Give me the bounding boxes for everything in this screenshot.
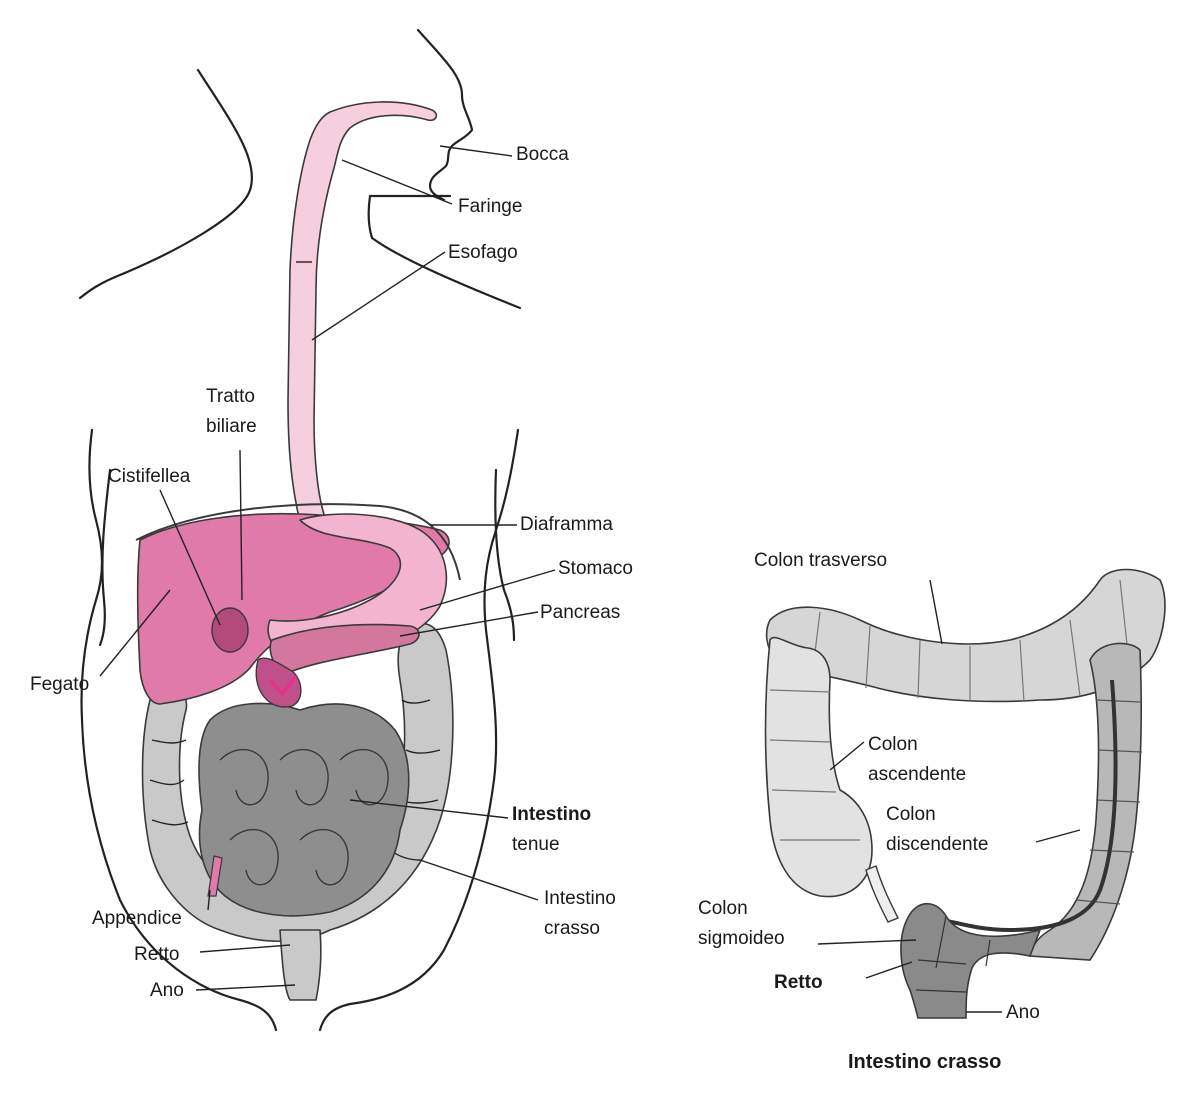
leader-lines-main xyxy=(99,145,556,991)
arm-left xyxy=(98,468,112,647)
inset-label-colon-ascendente-1: Colon xyxy=(868,734,918,755)
inset-appendix xyxy=(865,865,899,923)
inset-label-colon-ascendente-2: ascendente xyxy=(868,764,966,785)
arm-right xyxy=(494,468,516,642)
appendix xyxy=(207,855,223,897)
inset-label-colon-sigmoideo-1: Colon xyxy=(698,898,748,919)
neck-front xyxy=(367,194,522,310)
torso-left xyxy=(80,428,278,1032)
label-bocca: Bocca xyxy=(516,144,569,165)
inset-transverse-colon xyxy=(765,568,1166,703)
label-pancreas: Pancreas xyxy=(540,602,620,623)
label-cistifellea: Cistifellea xyxy=(108,466,191,487)
label-biliare: biliare xyxy=(206,416,257,437)
label-faringe: Faringe xyxy=(458,196,522,217)
inset-caption: Intestino crasso xyxy=(848,1051,1001,1073)
inset-label-colon-trasverso: Colon trasverso xyxy=(754,550,887,571)
duodenum xyxy=(255,657,302,708)
inset-label-retto: Retto xyxy=(774,972,823,993)
small-intestine xyxy=(198,702,410,917)
small-intestine-body xyxy=(198,702,410,917)
rectum xyxy=(279,929,322,1001)
inset-ascending-colon xyxy=(764,636,873,898)
bile-duct xyxy=(268,674,298,698)
esophagus-tube xyxy=(287,101,438,523)
inset-label-ano: Ano xyxy=(1006,1002,1040,1023)
body-outline xyxy=(78,28,522,1032)
liver xyxy=(136,512,450,705)
label-diaframma: Diaframma xyxy=(520,514,613,535)
label-intestino-tenue-1: Intestino xyxy=(512,804,591,825)
inset-label-colon-sigmoideo-2: sigmoideo xyxy=(698,928,785,949)
gallbladder xyxy=(211,607,249,653)
labels-main: Bocca Faringe Esofago Tratto biliare Cis… xyxy=(30,144,633,1001)
label-fegato: Fegato xyxy=(30,674,89,695)
label-esofago: Esofago xyxy=(448,242,518,263)
face-profile xyxy=(416,28,474,202)
label-appendice: Appendice xyxy=(92,908,182,929)
label-ano: Ano xyxy=(150,980,184,1001)
label-intestino-crasso-1: Intestino xyxy=(544,888,616,909)
label-intestino-tenue-2: tenue xyxy=(512,834,560,855)
esophagus xyxy=(287,101,438,523)
head-back xyxy=(78,68,253,300)
label-tratto: Tratto xyxy=(206,386,255,407)
label-stomaco: Stomaco xyxy=(558,558,633,579)
inset-label-colon-discendente-2: discendente xyxy=(886,834,988,855)
inset-label-colon-discendente-1: Colon xyxy=(886,804,936,825)
inset-inner-channel xyxy=(935,679,1118,933)
inset-sigmoid-colon xyxy=(900,902,1042,1019)
diaphragm xyxy=(135,503,461,581)
label-intestino-crasso-2: crasso xyxy=(544,918,600,939)
inset-large-intestine: Colon trasverso Colon ascendente Colon d… xyxy=(698,550,1166,1073)
label-retto: Retto xyxy=(134,944,179,965)
